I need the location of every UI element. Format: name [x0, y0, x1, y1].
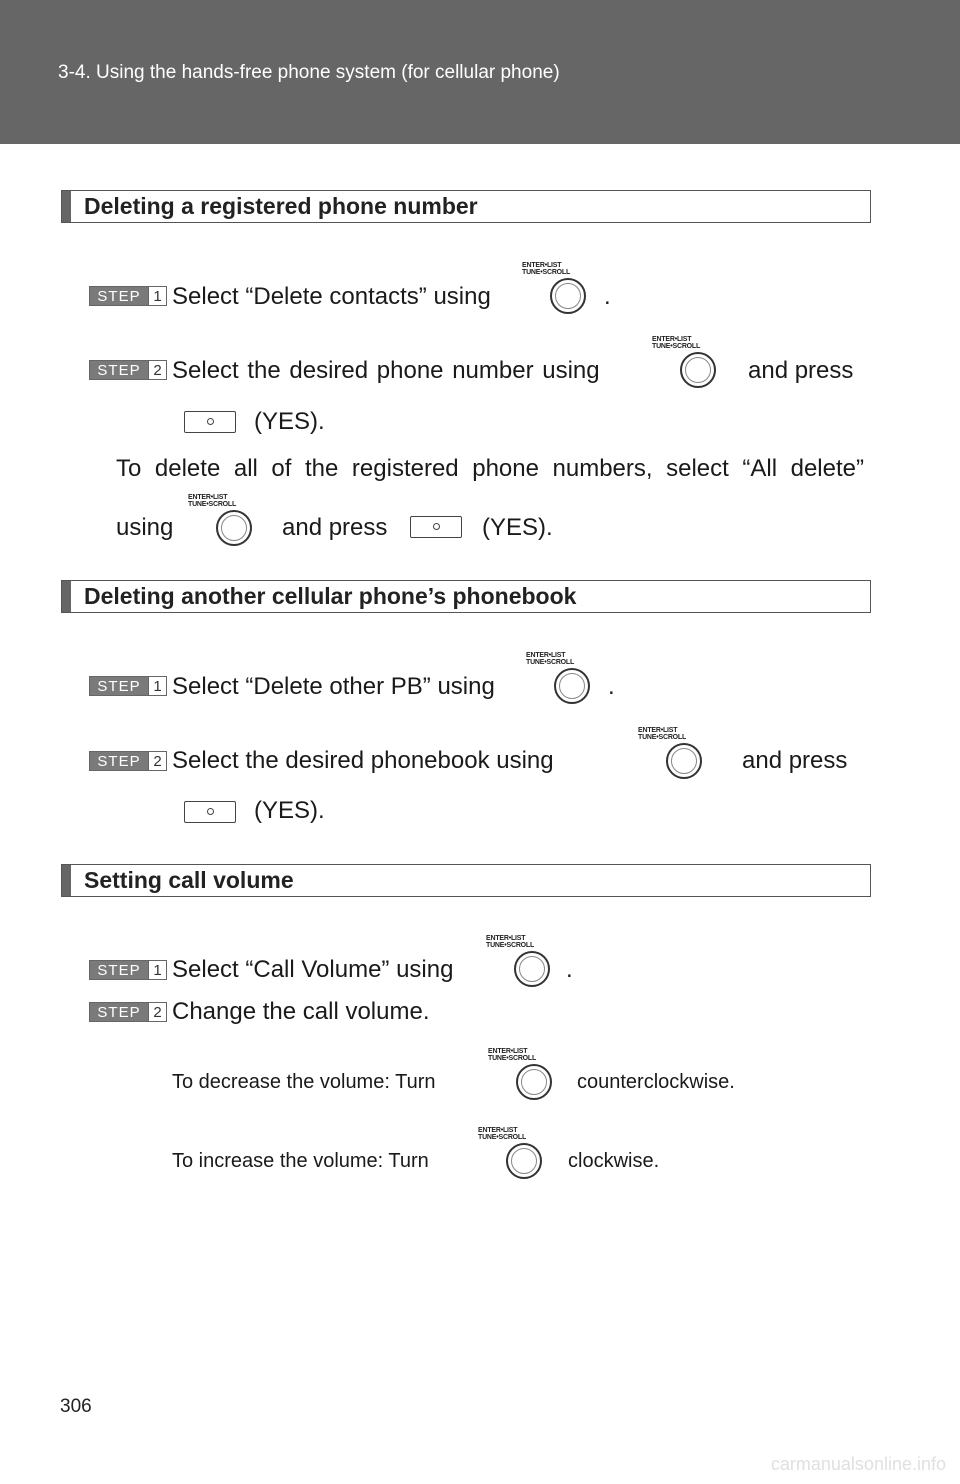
step-text: Select “Delete contacts” using — [172, 283, 491, 310]
step-text: Select “Call Volume” using — [172, 956, 454, 983]
chapter-title: 3-4. Using the hands-free phone system (… — [58, 62, 560, 83]
watermark: carmanualsonline.info — [770, 1454, 946, 1474]
step-text: Select the desired phonebook using — [172, 747, 554, 774]
section-heading-delete-number: Deleting a registered phone number — [61, 190, 871, 223]
page-header: 3-4. Using the hands-free phone system (… — [0, 0, 960, 144]
section-heading-call-volume: Setting call volume — [61, 864, 871, 897]
decrease-volume-text: To decrease the volume: Turn — [172, 1071, 436, 1093]
section-heading-delete-phonebook: Deleting another cellular phone’s phoneb… — [61, 580, 871, 613]
section-title: Setting call volume — [84, 867, 294, 893]
section-title: Deleting another cellular phone’s phoneb… — [84, 583, 577, 609]
yes-button-icon — [184, 411, 236, 433]
yes-button-icon — [410, 516, 462, 538]
step-text: Change the call volume. — [172, 998, 430, 1025]
section-title: Deleting a registered phone number — [84, 193, 478, 219]
page-number: 306 — [60, 1396, 92, 1417]
step-text: Select “Delete other PB” using — [172, 673, 495, 700]
note-text: To delete all of the registered phone nu… — [116, 455, 864, 482]
step-text: Select the desired phone number using — [172, 357, 600, 384]
yes-button-icon — [184, 801, 236, 823]
increase-volume-text: To increase the volume: Turn — [172, 1150, 429, 1172]
